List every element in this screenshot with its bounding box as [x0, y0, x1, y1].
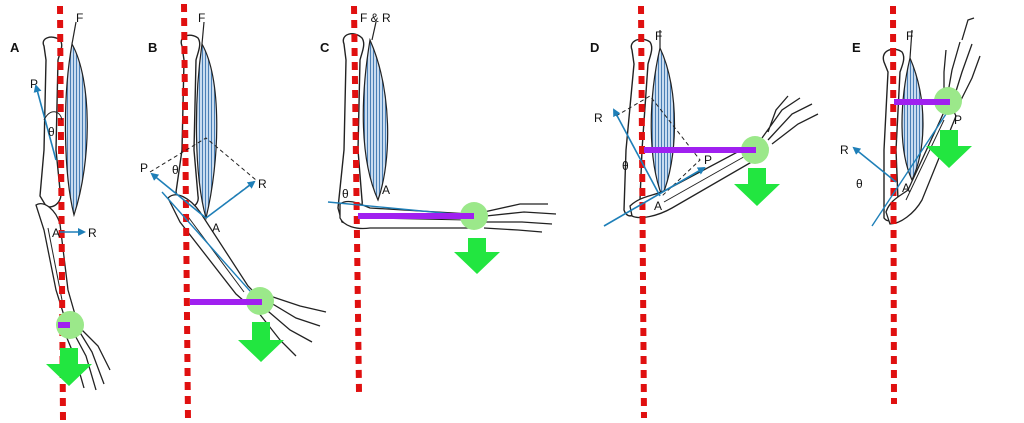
- hand-bones: [761, 95, 819, 145]
- origin-label: F & R: [360, 11, 391, 25]
- panel-e: E F R P θ A: [840, 5, 981, 405]
- a-label: A: [212, 221, 220, 235]
- r-label: R: [594, 111, 603, 125]
- forearm-bone-line: [185, 213, 245, 293]
- a-label: A: [902, 181, 910, 195]
- humerus-bone: [623, 38, 653, 217]
- panel-a: A F P θ R A: [10, 5, 111, 421]
- r-label: R: [258, 177, 267, 191]
- a-label: A: [382, 183, 390, 197]
- hand-bones: [943, 17, 981, 107]
- p-label: P: [140, 161, 148, 175]
- p-vector: [150, 172, 207, 219]
- panel-d: D F R P θ A: [590, 5, 819, 419]
- panel-letter: D: [590, 40, 599, 55]
- biceps-muscle: [901, 56, 924, 182]
- r-vector: [852, 146, 897, 183]
- biceps-muscle: [195, 42, 218, 221]
- theta-label: θ: [172, 163, 179, 177]
- a-label: A: [52, 226, 60, 240]
- origin-label: F: [76, 11, 83, 25]
- theta-label: θ: [856, 177, 863, 191]
- gravity-arrow: [238, 322, 284, 362]
- theta-label: θ: [622, 159, 629, 173]
- panel-letter: E: [852, 40, 861, 55]
- origin-label: F: [906, 29, 913, 43]
- r-label: R: [88, 226, 97, 240]
- forearm-axis-line: [871, 107, 951, 227]
- r-vector: [205, 180, 256, 219]
- biceps-muscle: [64, 42, 88, 218]
- origin-label: F: [655, 29, 662, 43]
- p-vector: [33, 84, 57, 161]
- forearm-bone-line: [905, 119, 945, 201]
- gravity-arrow: [454, 238, 500, 274]
- gravity-arrow: [46, 348, 92, 386]
- theta-label: θ: [48, 125, 55, 139]
- p-label: P: [954, 113, 962, 127]
- r-label: R: [840, 143, 849, 157]
- p-vector: [603, 166, 706, 227]
- a-label: A: [654, 199, 662, 213]
- force-parallelogram: [615, 95, 701, 197]
- biceps-muscle: [362, 37, 389, 202]
- panel-letter: B: [148, 40, 157, 55]
- panel-b: B F P R θ A: [140, 3, 327, 421]
- hand-bones: [483, 203, 557, 233]
- hand-bones: [257, 295, 327, 357]
- forearm-bones: [35, 203, 77, 323]
- plumb-line: [890, 5, 897, 405]
- gravity-arrow: [926, 130, 972, 168]
- forearm-bone-line: [663, 149, 757, 203]
- r-vector: [613, 108, 661, 197]
- biceps-muscle: [650, 46, 676, 198]
- panel-c: C F & R θ A: [320, 5, 557, 393]
- panel-letter: C: [320, 40, 330, 55]
- theta-label: θ: [342, 187, 349, 201]
- gravity-arrow: [734, 168, 780, 206]
- p-label: P: [30, 77, 38, 91]
- panel-letter: A: [10, 40, 20, 55]
- forearm-axis-line: [161, 191, 259, 301]
- plumb-line: [638, 5, 647, 419]
- origin-label: F: [198, 11, 205, 25]
- p-label: P: [704, 153, 712, 167]
- theta-arc: [43, 111, 63, 121]
